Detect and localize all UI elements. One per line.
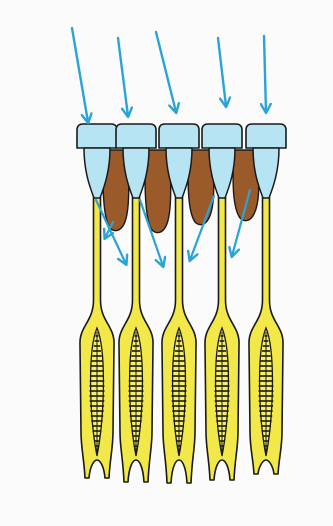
corneal-lens bbox=[77, 124, 117, 148]
corneal-lens bbox=[202, 124, 242, 148]
corneal-lens bbox=[116, 124, 156, 148]
corneal-lens bbox=[246, 124, 286, 148]
corneal-lens bbox=[159, 124, 199, 148]
